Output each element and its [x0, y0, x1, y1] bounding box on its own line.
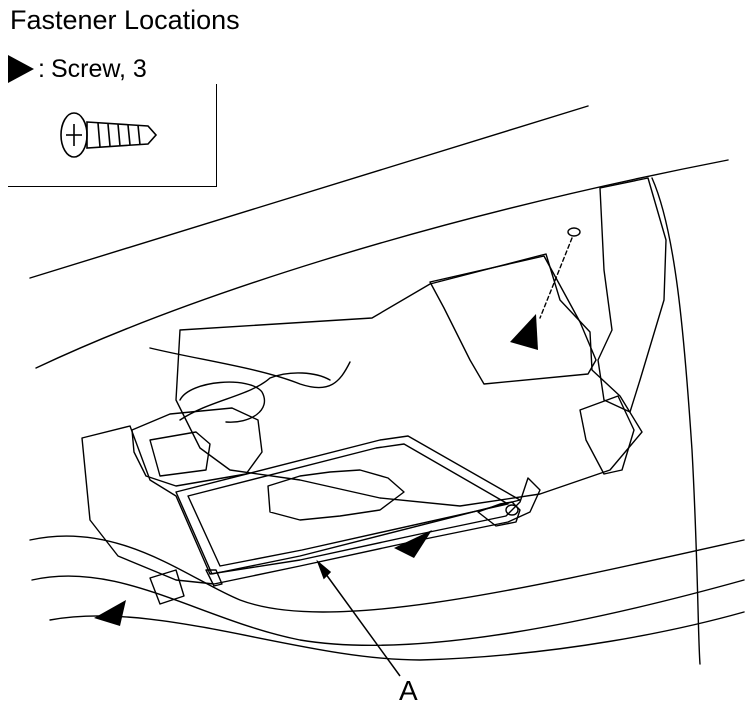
phillips-screw-icon	[60, 112, 158, 158]
wire-loop	[179, 381, 265, 423]
filled-triangle-arrow-icon	[8, 55, 34, 83]
tray-bracket-left	[205, 569, 223, 587]
callout-label-a: A	[399, 675, 418, 706]
screw-location-arrow-upper	[510, 314, 538, 350]
legend-label: Screw, 3	[50, 54, 147, 83]
lower-contour-2	[31, 575, 745, 647]
legend-separator: :	[38, 54, 45, 83]
roof-contour-line	[35, 159, 729, 369]
tray-relief	[267, 469, 405, 521]
right-clip	[579, 395, 635, 475]
windshield-edge-line	[29, 105, 589, 279]
tray-tab	[477, 501, 521, 527]
fastener-legend: : Screw, 3	[8, 54, 147, 84]
upper-screw-hole	[567, 227, 581, 237]
housing-tray	[175, 435, 521, 575]
lower-contour-3	[49, 611, 745, 661]
callout-a-leader	[319, 565, 401, 677]
upper-screw-leader	[539, 237, 573, 319]
upper-bracket	[429, 255, 597, 385]
pillar-edge-line	[651, 177, 701, 665]
screw-illustration-box	[8, 84, 217, 187]
screw-location-arrow-middle	[394, 530, 432, 558]
lower-right-screw	[505, 504, 519, 516]
trim-panel-outline	[175, 253, 643, 507]
right-pillar-trim	[597, 177, 667, 413]
connector-detail	[149, 431, 211, 477]
lower-contour-1	[29, 535, 745, 613]
map-light-housing-outline	[81, 425, 541, 585]
wire-harness	[149, 347, 351, 389]
callout-a-arrowhead	[316, 559, 332, 580]
connector-block	[131, 407, 263, 487]
screw-location-arrow-lower	[94, 600, 126, 626]
page-title: Fastener Locations	[10, 5, 240, 35]
housing-tray-inner	[187, 443, 509, 567]
wire-harness-2	[179, 372, 331, 421]
left-bracket	[149, 569, 185, 605]
